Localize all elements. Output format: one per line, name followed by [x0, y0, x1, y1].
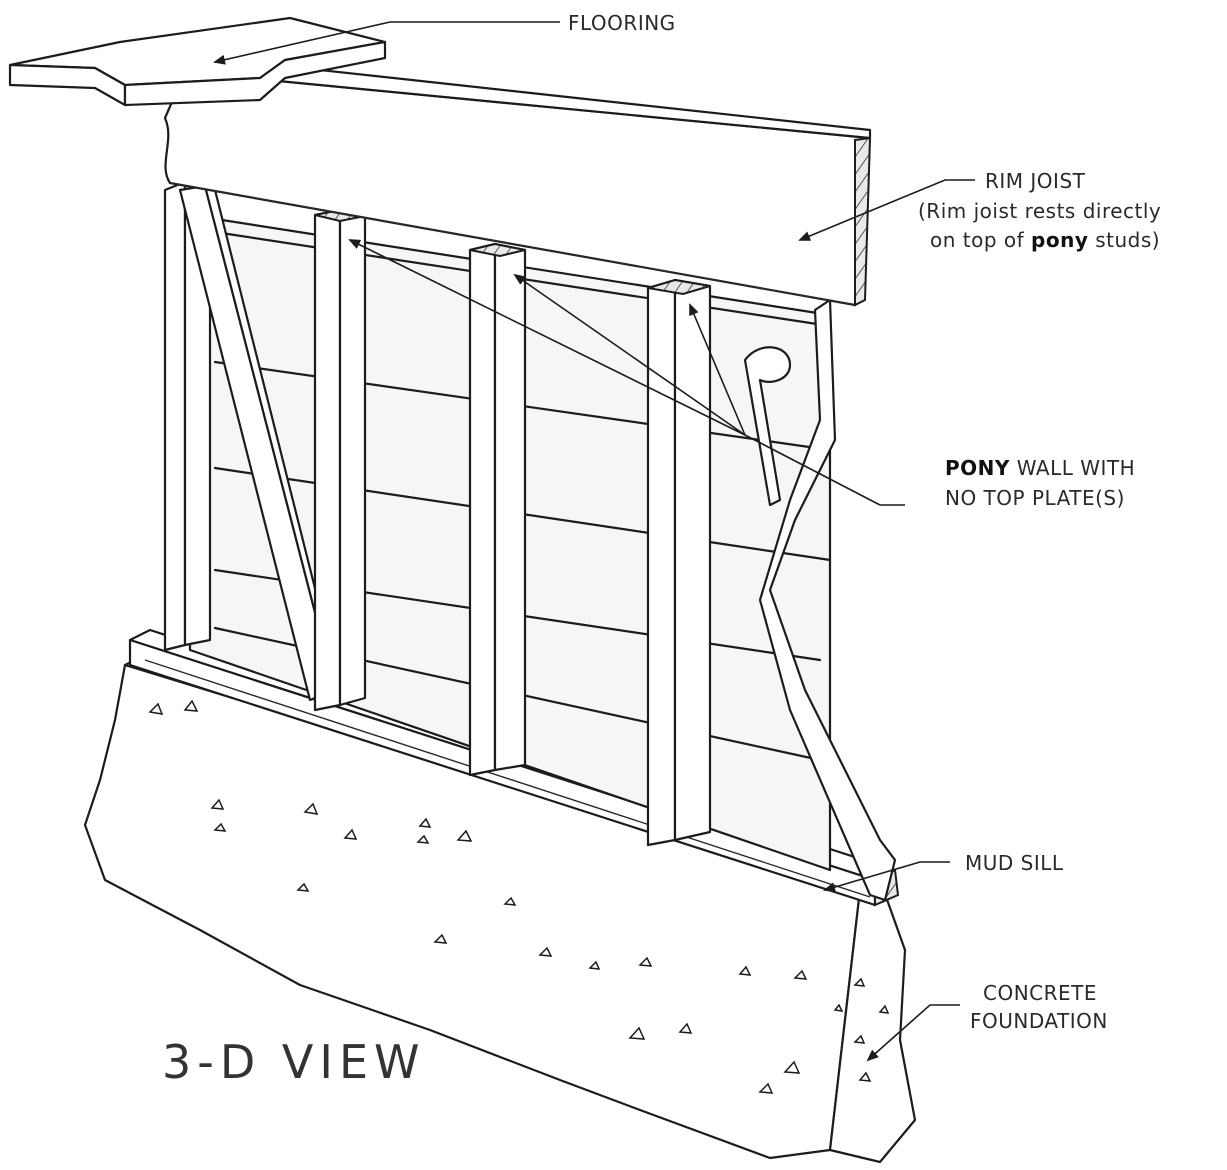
flooring-label: FLOORING: [568, 11, 676, 35]
leader-lines: [213, 21, 975, 1062]
flooring: [8, 16, 387, 107]
stud-4: [646, 278, 712, 847]
rim-note-pre: on top of: [930, 228, 1031, 252]
concrete-label-line2: FOUNDATION: [970, 1009, 1108, 1033]
rim-note-post: studs): [1088, 228, 1160, 252]
rim-joist-note-line1: (Rim joist rests directly: [918, 199, 1161, 223]
mud-sill-label: MUD SILL: [965, 851, 1064, 875]
stud-3: [468, 242, 527, 777]
stud-2: [313, 208, 367, 712]
pony-studs: [163, 180, 712, 847]
pony-wall-bold: PONY: [945, 456, 1010, 480]
pony-wall-label-line1: PONY WALL WITH: [945, 456, 1135, 480]
rim-note-bold: pony: [1031, 228, 1088, 252]
view-title: 3-D VIEW: [162, 1035, 426, 1089]
pony-wall-rest: WALL WITH: [1010, 456, 1135, 480]
pony-wall-label-line2: NO TOP PLATE(S): [945, 486, 1125, 510]
rim-joist-label: RIM JOIST: [985, 169, 1086, 193]
concrete-aggregate: [148, 699, 890, 1094]
rim-joist-note-line2: on top of pony studs): [930, 228, 1160, 252]
stud-1: [163, 180, 212, 652]
rim-joist: [163, 56, 872, 307]
concrete-label-line1: CONCRETE: [983, 981, 1097, 1005]
